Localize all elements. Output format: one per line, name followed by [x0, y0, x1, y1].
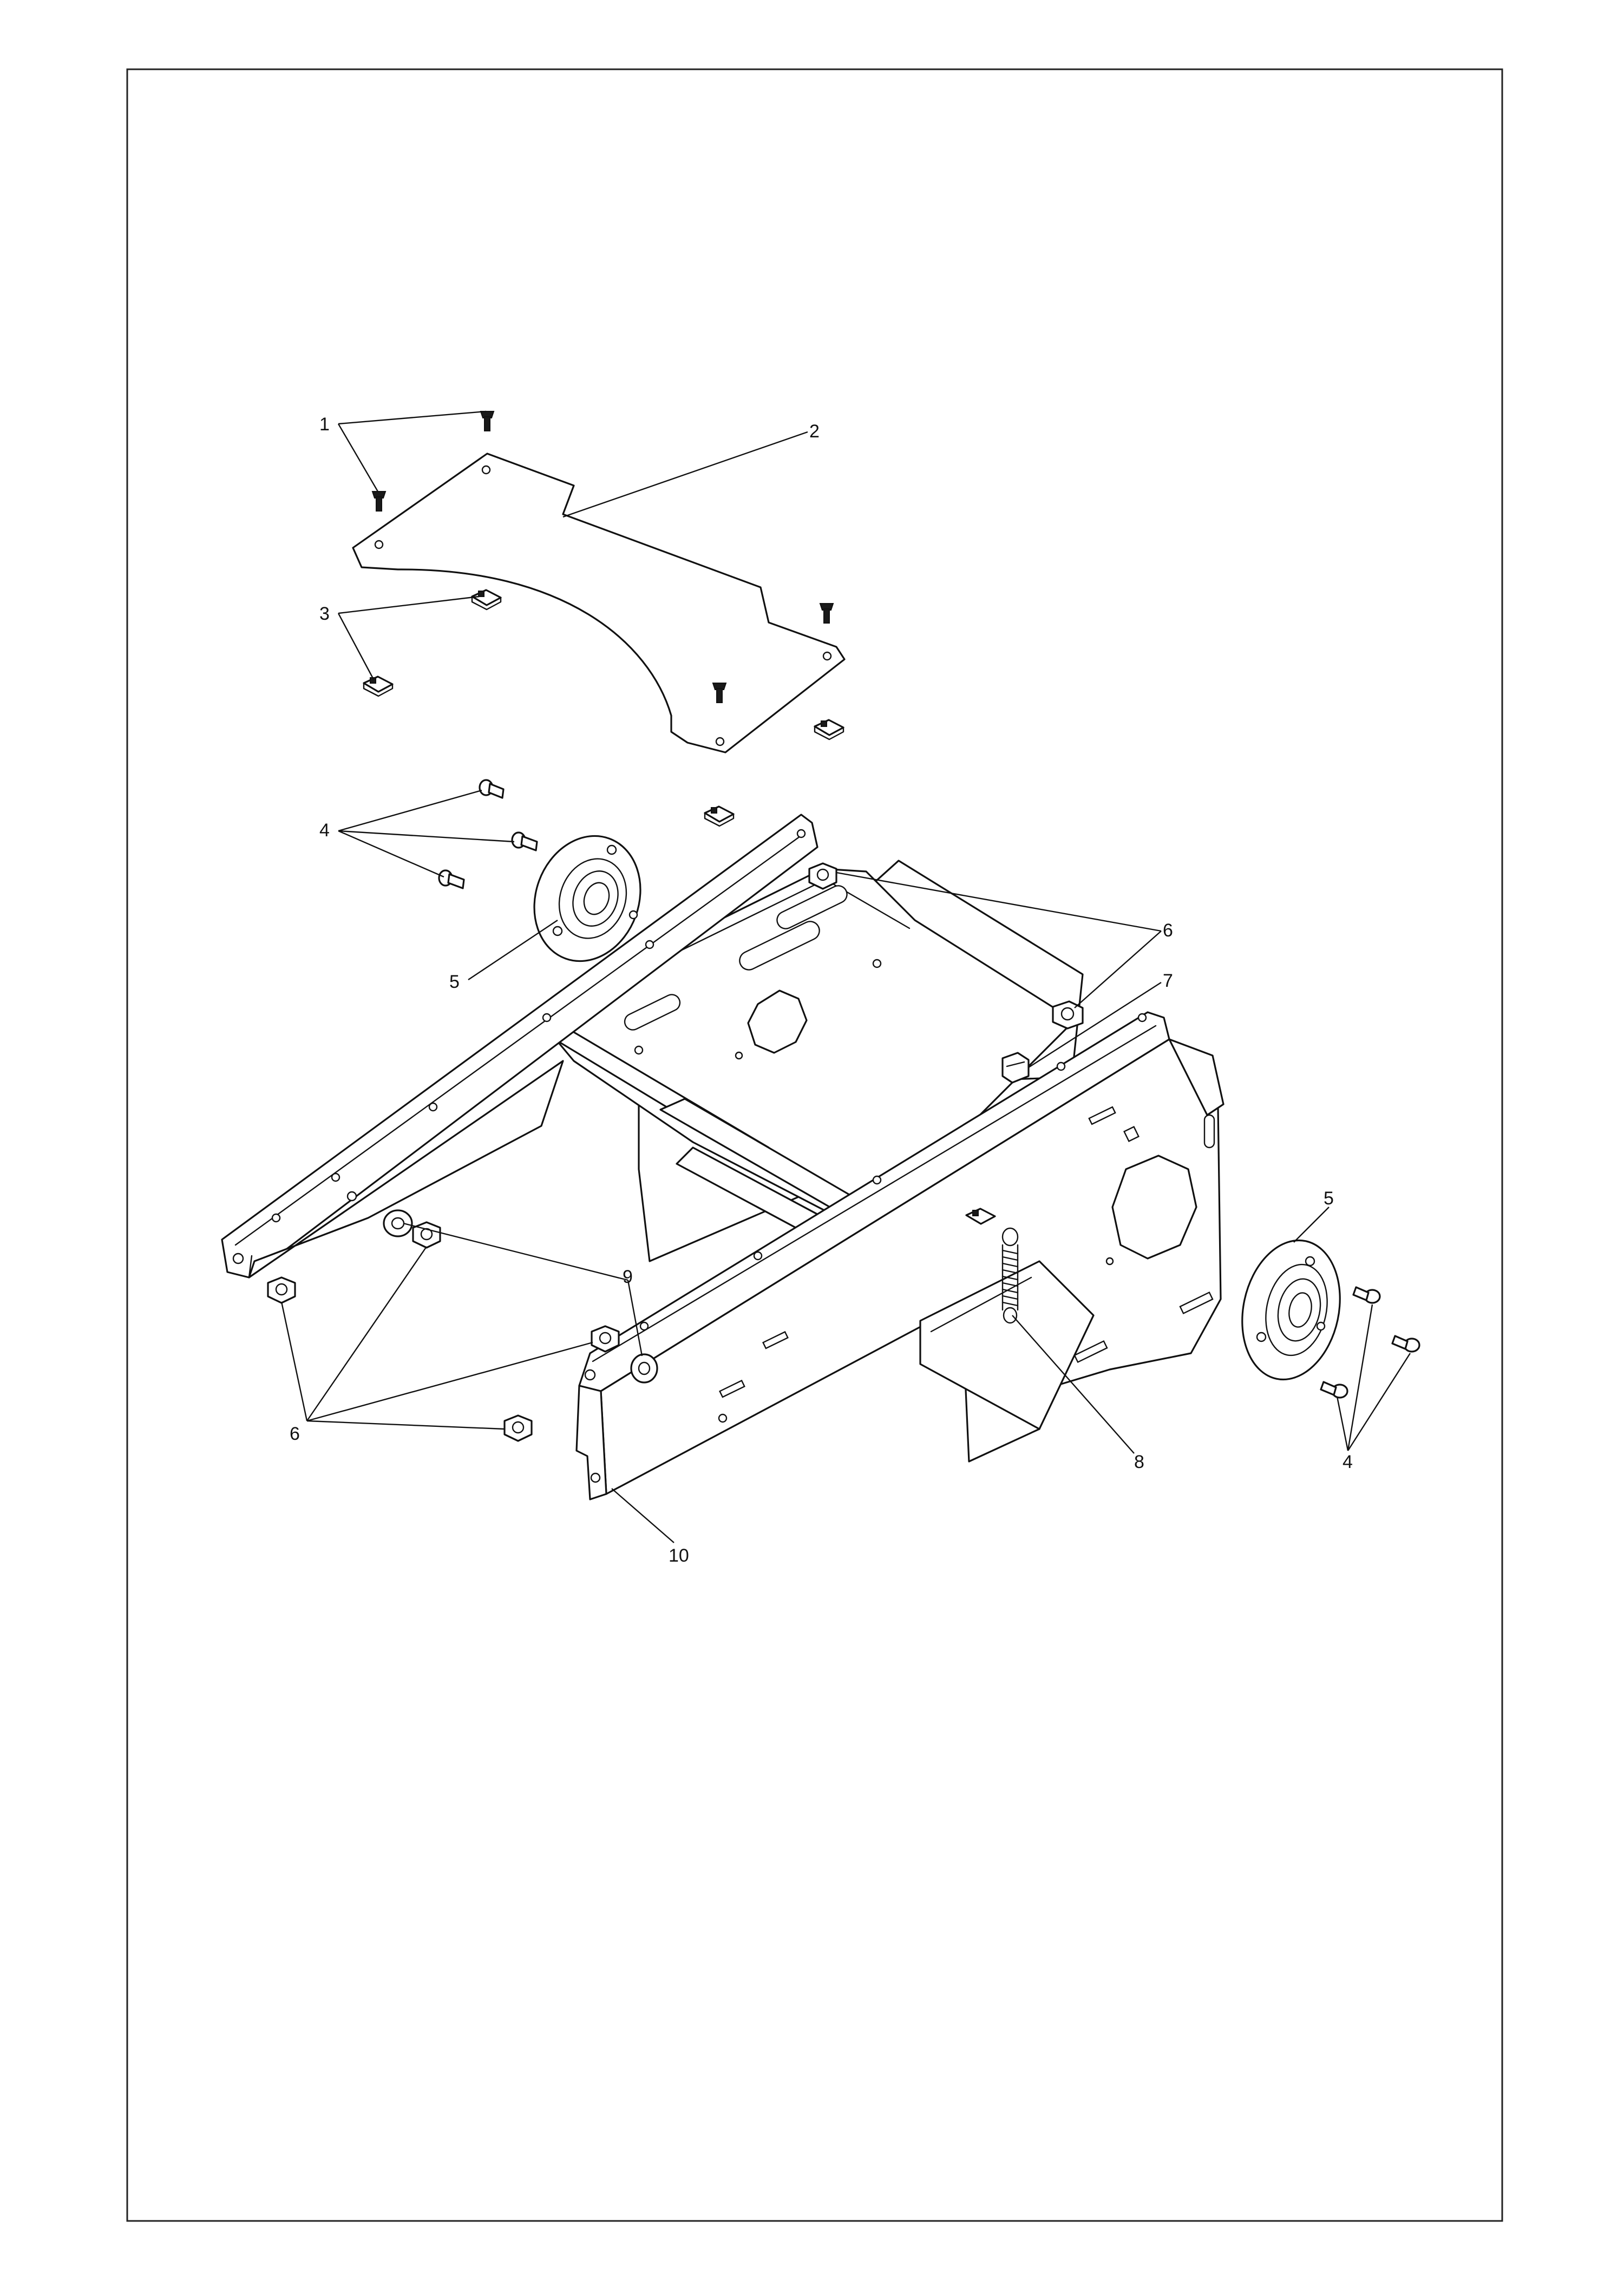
callout-labels: 1 2 3 4 5 6 7 5 9 6 8 4 10: [290, 414, 1353, 1566]
drawing-frame: [126, 68, 1503, 2222]
callout-5b: 5: [1324, 1188, 1334, 1209]
clip-nut-3b: [363, 676, 394, 697]
side-octagon-hole: [1111, 1155, 1197, 1260]
screw-1d: [712, 683, 727, 703]
deck-slot: [739, 921, 820, 971]
callout-2: 2: [809, 421, 820, 442]
side-slot: [1088, 1106, 1116, 1125]
callout-8: 8: [1134, 1452, 1144, 1472]
cover-hole: [374, 540, 384, 549]
flange-bearing-5a: [533, 835, 641, 962]
cover-hole: [715, 737, 725, 746]
flange-bearing-5b: [1241, 1239, 1341, 1381]
clip-nut-3c: [814, 719, 844, 740]
bolt-4e: [1391, 1335, 1420, 1353]
washer-9a: [383, 1209, 413, 1237]
spring-clip: [1001, 1052, 1030, 1084]
cover-plate: [352, 453, 846, 753]
deck-slot: [624, 994, 681, 1031]
side-slot: [1123, 1126, 1140, 1142]
clip-nut-3d: [704, 805, 735, 827]
leader-lines: [280, 410, 1411, 1543]
tension-spring: [1001, 1227, 1019, 1324]
callout-5a: 5: [449, 972, 460, 992]
screw-1b: [371, 491, 387, 512]
side-slot: [1073, 1340, 1108, 1364]
washer-9b: [630, 1353, 658, 1384]
callout-1: 1: [319, 414, 330, 435]
callout-6b: 6: [290, 1424, 300, 1444]
bolt-4a: [479, 779, 505, 799]
callout-7: 7: [1163, 971, 1173, 991]
bolt-4b: [511, 831, 538, 851]
side-slot: [762, 1330, 789, 1349]
bolt-4d: [1352, 1286, 1381, 1304]
nut-6-top: [808, 862, 837, 890]
deck-slot: [776, 885, 848, 929]
callout-3: 3: [319, 604, 330, 624]
screw-1c: [819, 603, 834, 624]
screw-1a: [480, 411, 495, 431]
nut-6-c: [503, 1414, 533, 1442]
side-slot: [1203, 1114, 1215, 1149]
side-slot: [718, 1379, 745, 1398]
callout-6a: 6: [1163, 920, 1173, 941]
deck-octagon-hole: [747, 989, 808, 1054]
callout-10: 10: [669, 1545, 689, 1566]
callout-9: 9: [623, 1267, 633, 1287]
nut-6-mid: [1052, 1000, 1084, 1030]
main-frame: [221, 814, 1224, 1500]
cover-hole: [822, 651, 832, 661]
clip-nut-3a: [471, 589, 502, 611]
nut-6-left: [267, 1276, 296, 1304]
cover-hole: [481, 465, 491, 475]
nut-6-b: [591, 1325, 620, 1353]
callout-4b: 4: [1343, 1452, 1353, 1472]
callout-4a: 4: [319, 820, 330, 841]
bolt-4c: [438, 869, 465, 889]
side-slot: [1179, 1291, 1214, 1315]
bolt-4f: [1320, 1381, 1348, 1399]
nut-6-a: [412, 1221, 441, 1249]
